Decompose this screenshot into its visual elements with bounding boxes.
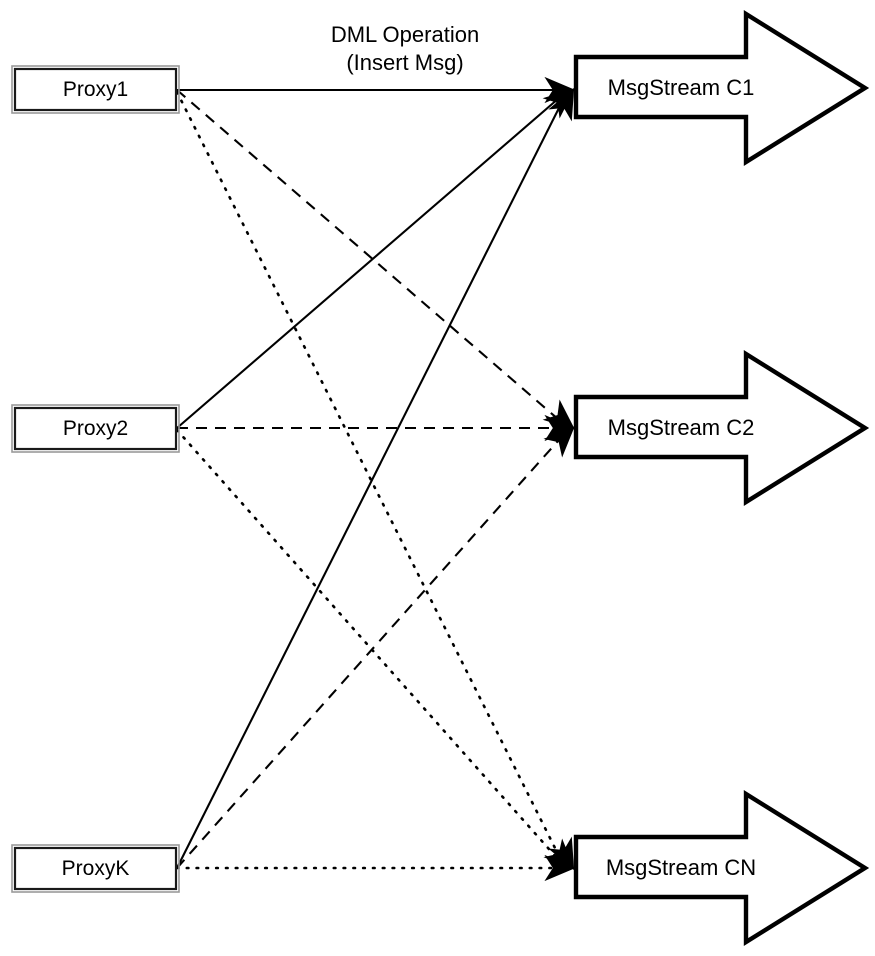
proxy-node-proxy2[interactable]: Proxy2 — [11, 404, 180, 453]
arrowhead-head-proxyk-cn — [544, 854, 576, 882]
msgstream-label-c1: MsgStream C1 — [608, 75, 755, 100]
edge-proxy1-cn — [175, 90, 566, 868]
annotation-line-2: (Insert Msg) — [346, 50, 463, 75]
msgstream-arrow-shape-cn — [573, 790, 870, 946]
msgstream-label-c2: MsgStream C2 — [608, 415, 755, 440]
edge-proxy2-c1 — [176, 91, 567, 429]
edge-proxy2-cn — [175, 428, 566, 868]
msgstream-cn[interactable]: MsgStream CN — [573, 790, 870, 946]
dml-operation-annotation: DML Operation (Insert Msg) — [331, 22, 479, 75]
proxy-box-proxyk — [13, 846, 178, 891]
msgstream-arrow-shape-c1 — [573, 10, 870, 166]
proxy-node-proxyk[interactable]: ProxyK — [11, 844, 180, 893]
arrowhead-head-proxyk-c1 — [548, 87, 575, 122]
proxy-node-proxy1[interactable]: Proxy1 — [11, 65, 180, 114]
edge-proxyk-c2 — [176, 431, 567, 869]
proxy-box-proxy2 — [13, 406, 178, 451]
msgstream-arrows-layer: MsgStream C1 MsgStream C2 MsgStream CN — [573, 10, 870, 946]
proxy-label-proxy1: Proxy1 — [63, 78, 128, 101]
proxy-label-proxy2: Proxy2 — [63, 417, 128, 440]
edge-proxyk-c1 — [176, 93, 567, 869]
arrowheads-layer — [542, 76, 576, 882]
msgstream-label-cn: MsgStream CN — [606, 855, 756, 880]
edge-proxy1-c2 — [176, 89, 567, 427]
proxy-box-outline-proxy1 — [11, 65, 180, 114]
proxy-label-proxyk: ProxyK — [62, 857, 130, 880]
proxy-box-outline-proxyk — [11, 844, 180, 893]
msgstream-arrow-shape-c2 — [573, 350, 870, 506]
edges-layer — [175, 88, 567, 870]
proxy-box-proxy1 — [13, 67, 178, 112]
proxy-box-outline-proxy2 — [11, 404, 180, 453]
msgstream-c1[interactable]: MsgStream C1 — [573, 10, 870, 166]
annotation-line-1: DML Operation — [331, 22, 479, 47]
msgstream-c2[interactable]: MsgStream C2 — [573, 350, 870, 506]
arrowhead-head-proxyk-c2 — [543, 426, 575, 458]
